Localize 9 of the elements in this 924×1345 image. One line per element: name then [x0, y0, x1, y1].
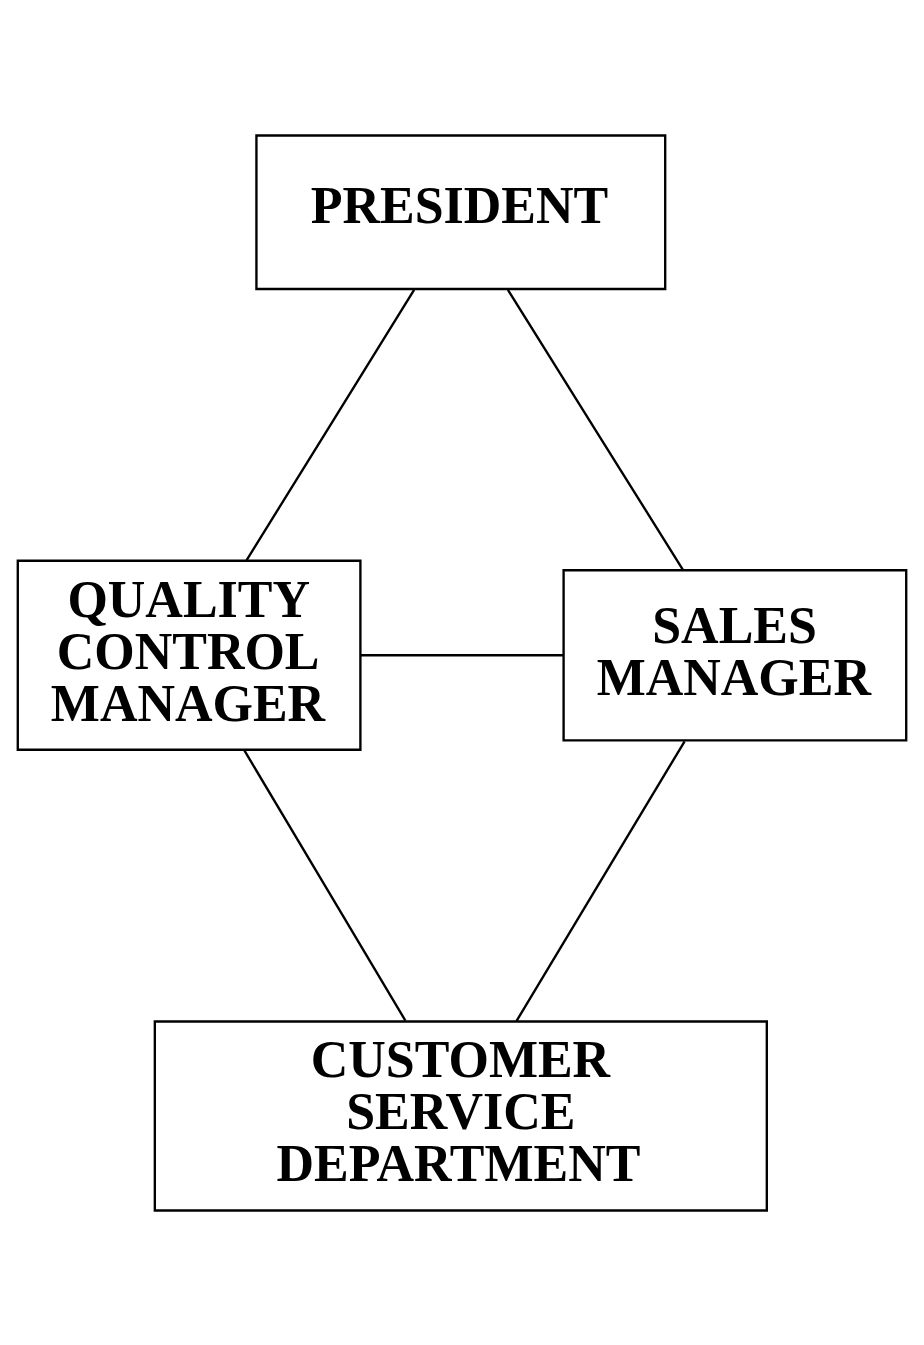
node-box: CUSTOMER SERVICE DEPARTMENT [153, 1019, 768, 1212]
connector [506, 288, 684, 570]
connector [245, 288, 416, 561]
node-box: PRESIDENT [255, 133, 667, 290]
connector [243, 748, 407, 1021]
node-box: QUALITY CONTROL MANAGER [16, 559, 362, 751]
node-box: SALES MANAGER [562, 568, 908, 741]
connector [360, 653, 564, 656]
connector [515, 740, 686, 1022]
